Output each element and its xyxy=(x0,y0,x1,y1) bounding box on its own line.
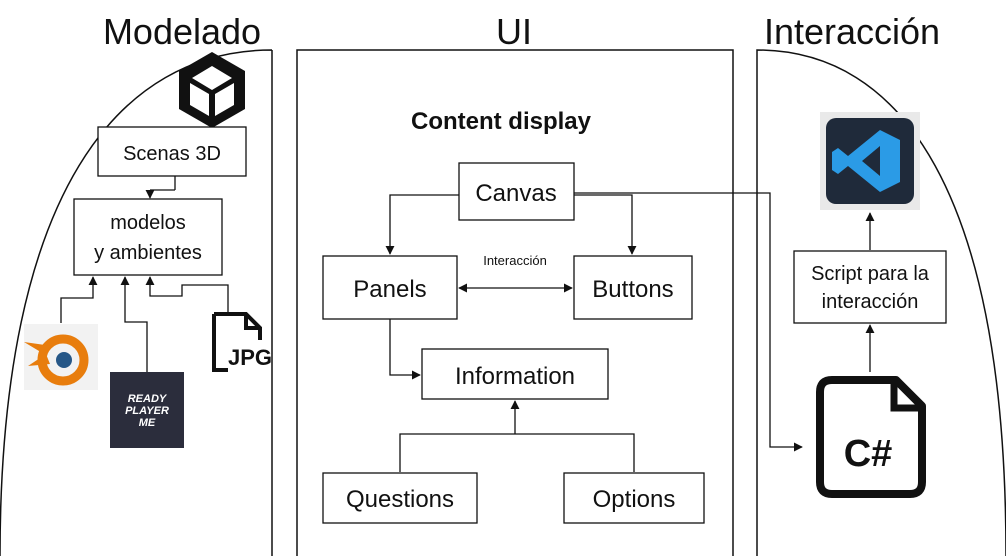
edge-canvas-to-csharp xyxy=(574,192,803,452)
node-information xyxy=(421,348,609,400)
node-canvas xyxy=(458,162,575,221)
node-modelos xyxy=(73,198,223,276)
blender-icon xyxy=(24,324,98,390)
node-script xyxy=(793,250,947,324)
node-questions-label: Questions xyxy=(346,486,454,513)
node-script-label-1: Script para la xyxy=(811,263,930,285)
edge-label-interaccion: Interacción xyxy=(483,253,547,268)
svg-text:ME: ME xyxy=(139,417,156,429)
svg-text:PLAYER: PLAYER xyxy=(125,405,169,417)
ready-player-me-logo: READY PLAYER ME xyxy=(110,372,184,448)
svg-text:JPG: JPG xyxy=(228,345,272,370)
edge-canvas-to-panels xyxy=(385,194,459,255)
svg-text:C#: C# xyxy=(844,433,893,475)
node-scenas-3d-label: Scenas 3D xyxy=(123,143,221,165)
vscode-icon xyxy=(820,112,920,210)
section-title-ui: UI xyxy=(496,11,532,52)
node-modelos-label-1: modelos xyxy=(110,212,186,234)
interaccion-container xyxy=(756,49,1006,556)
node-canvas-label: Canvas xyxy=(475,180,556,207)
edge-blender-to-models xyxy=(60,276,98,323)
csharp-file-icon: C# xyxy=(816,376,926,498)
edge-canvas-to-buttons xyxy=(574,194,637,255)
node-questions xyxy=(322,472,478,524)
jpg-file-icon: JPG xyxy=(212,312,272,372)
section-title-interaccion: Interacción xyxy=(764,11,940,52)
node-modelos-label-2: y ambientes xyxy=(94,242,202,264)
unity-icon xyxy=(179,52,245,128)
edge-jpg-to-models xyxy=(145,276,229,312)
node-information-label: Information xyxy=(455,363,575,390)
svg-text:READY: READY xyxy=(128,393,168,405)
edge-rpm-to-models xyxy=(120,276,148,372)
section-title-modelado: Modelado xyxy=(103,11,261,52)
node-options-label: Options xyxy=(593,486,676,513)
ui-heading: Content display xyxy=(411,108,592,135)
modelado-container xyxy=(0,49,273,556)
ui-container xyxy=(296,49,734,556)
edge-panels-to-information xyxy=(389,319,421,380)
node-script-label-2: interacción xyxy=(822,291,919,313)
node-scenas-3d xyxy=(97,126,247,177)
node-panels-label: Panels xyxy=(353,276,426,303)
node-options xyxy=(563,472,705,524)
node-buttons-label: Buttons xyxy=(592,276,673,303)
node-buttons xyxy=(573,255,693,320)
